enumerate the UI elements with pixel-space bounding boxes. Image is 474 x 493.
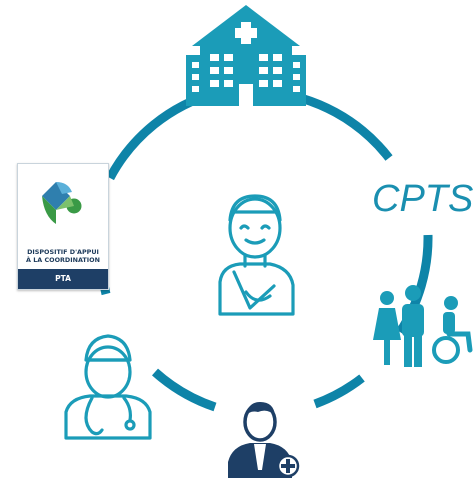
ring-arc-bottom-right — [313, 374, 365, 409]
injured-patient-icon — [218, 194, 295, 316]
pta-logo-icon — [42, 182, 82, 224]
pta-badge: DISPOSITIF D'APPUI À LA COORDINATION PTA — [17, 163, 109, 290]
cpts-label: CPTS — [372, 178, 473, 220]
nurse-stethoscope-icon — [64, 334, 152, 440]
badge-footer-pta: PTA — [18, 269, 108, 289]
badge-line-2: À LA COORDINATION — [26, 256, 100, 264]
hospital-icon — [186, 5, 306, 106]
coordination-ring — [96, 87, 433, 412]
family-wheelchair-icon — [373, 285, 473, 367]
doctor-with-plus-icon — [228, 402, 300, 478]
badge-line-1: DISPOSITIF D'APPUI — [27, 248, 99, 256]
ring-arc-bottom-left — [151, 368, 217, 412]
